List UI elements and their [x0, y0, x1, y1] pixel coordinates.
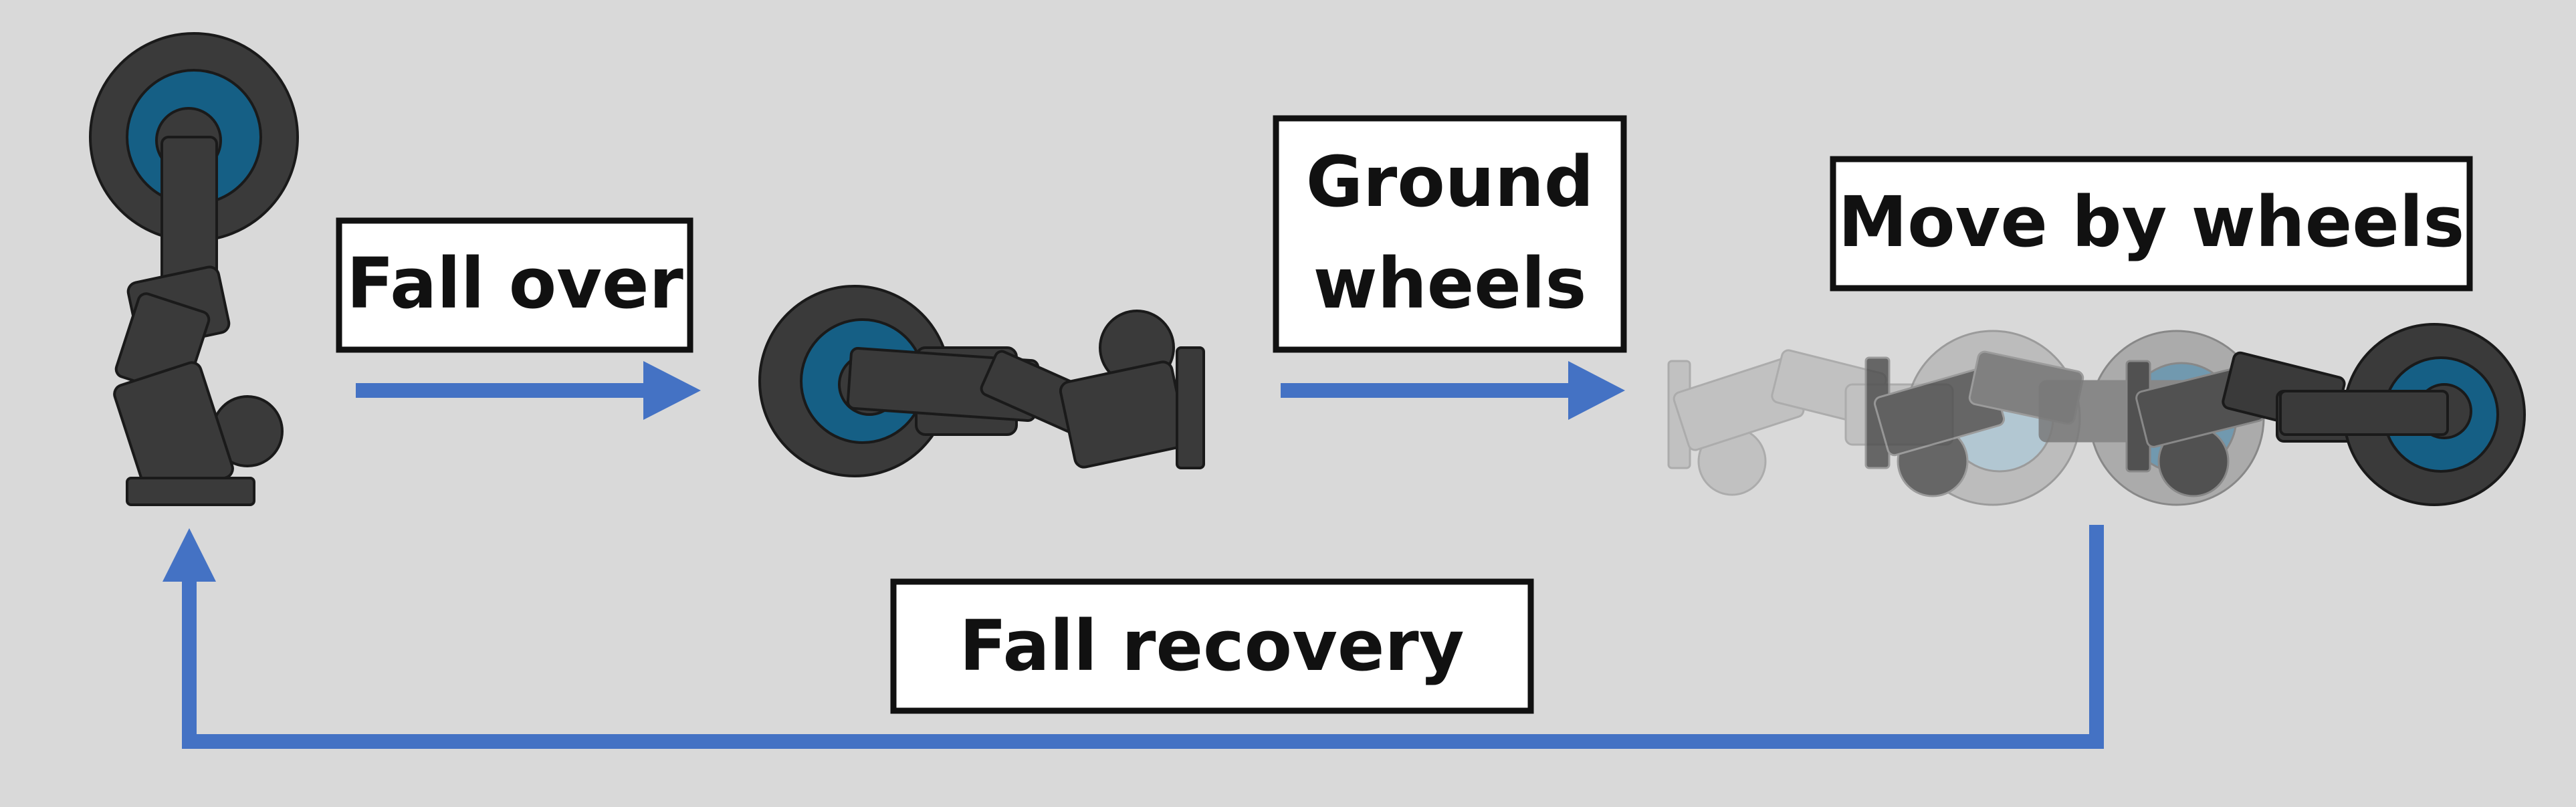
arrow-fall-over — [356, 361, 701, 420]
robot-moving — [2222, 323, 2526, 506]
label-fall-over: Fall over — [336, 217, 693, 353]
robot-motion-ghost-3 — [2038, 330, 2266, 506]
label-fall-recovery: Fall recovery — [890, 578, 1534, 714]
label-fall-over-text: Fall over — [346, 243, 683, 324]
label-ground-wheels-line2: wheels — [1313, 243, 1587, 324]
robot-standing — [89, 32, 299, 506]
label-ground-wheels: Ground wheels — [1273, 115, 1627, 353]
label-ground-wheels-line1: Ground — [1306, 141, 1594, 223]
label-move-by-wheels: Move by wheels — [1830, 156, 2473, 292]
robot-motion-ghost-2 — [1864, 330, 2084, 506]
arrow-fall-recovery — [163, 525, 2104, 749]
label-move-by-wheels-text: Move by wheels — [1838, 181, 2465, 263]
label-fall-recovery-text: Fall recovery — [960, 605, 1465, 687]
arrow-ground-wheels — [1281, 361, 1625, 420]
robot-fallen — [758, 285, 1205, 477]
